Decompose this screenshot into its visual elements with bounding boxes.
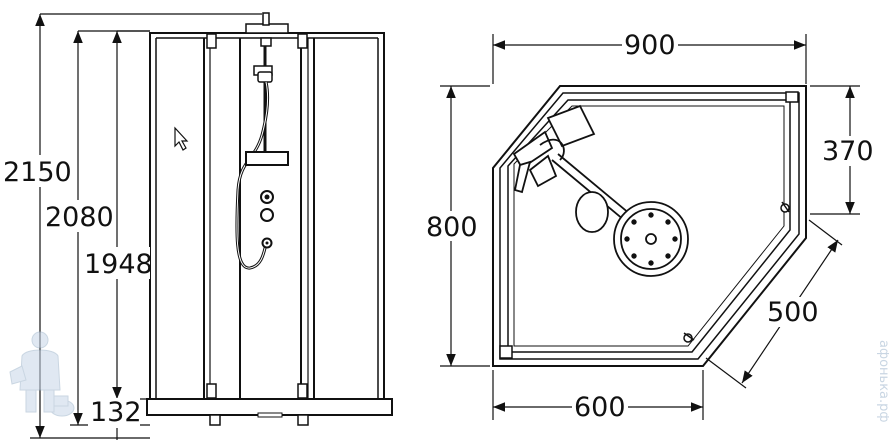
tray-outline <box>492 85 807 367</box>
dim-total-height: 2150 <box>3 157 72 188</box>
shower-shelf <box>245 151 289 166</box>
mouse-cursor-icon <box>174 126 189 151</box>
front-view <box>146 12 393 426</box>
tray-foot <box>209 414 221 426</box>
dim-plan-side: 370 <box>822 136 874 167</box>
dim-tray-height: 132 <box>90 397 142 428</box>
dim-panel-height: 1948 <box>84 249 153 280</box>
dim-plan-diagonal: 500 <box>767 297 819 328</box>
dim-plan-width: 900 <box>624 30 676 61</box>
dim-plan-depth: 800 <box>426 212 478 243</box>
control-knob-icon <box>260 208 274 222</box>
dim-door-height: 2080 <box>45 202 114 233</box>
tray-foot <box>297 414 309 426</box>
plumber-logo <box>9 331 75 417</box>
tray-foot <box>257 412 283 418</box>
dim-plan-front: 600 <box>574 392 626 423</box>
watermark-text: афонька.рф <box>876 340 889 423</box>
plan-view <box>492 85 807 367</box>
shower-fixture-icon <box>512 104 689 277</box>
